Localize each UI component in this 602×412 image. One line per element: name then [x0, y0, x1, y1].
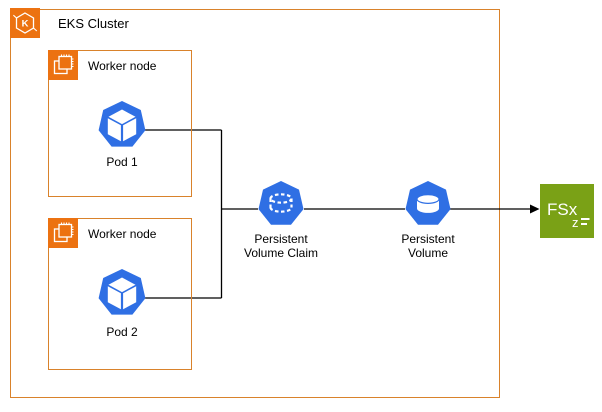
persistent-volume-label: Persistent Volume [378, 232, 478, 260]
pod-cube-top-face [108, 109, 136, 125]
pv-cylinder-bottom [417, 204, 439, 213]
eks-cluster-label: EKS Cluster [58, 16, 129, 31]
eks-cluster-group [10, 9, 500, 398]
pv-label-line2: Volume [407, 245, 449, 260]
pvc-cylinder-sides-dashed [269, 198, 293, 208]
worker-node-1-label: Worker node [88, 59, 157, 73]
worker-node-1-icon [48, 50, 78, 80]
worker-node-2-label: Worker node [88, 227, 157, 241]
fsx-icon-sub-letter: z [572, 215, 579, 230]
pv-cylinder-top-rim [416, 194, 440, 205]
worker-node-2-icon [48, 218, 78, 248]
ec2-chip-pins [60, 54, 74, 68]
persistent-volume-claim-label: Persistent Volume Claim [231, 232, 331, 260]
pvc-label-line2: Volume Claim [243, 245, 319, 260]
pvc-heptagon [258, 181, 304, 225]
worker-node-2-group [48, 218, 192, 370]
pv-label-line1: Persistent [401, 232, 455, 246]
amazon-fsx-openzfs-icon: FSx z [540, 184, 594, 238]
persistent-volume-icon [405, 181, 451, 225]
pod-2-icon [98, 269, 146, 315]
fsx-icon-text: FSx [547, 200, 578, 219]
ec2-chip-square [58, 223, 73, 238]
pod-1-icon [98, 101, 146, 147]
fsx-icon-bar-top [581, 218, 590, 220]
arrowhead-to-fsx [530, 204, 540, 214]
eks-hexagon-nub-2 [13, 14, 17, 19]
ec2-chip-pins [60, 222, 74, 236]
pvc-label-line1: Persistent [254, 232, 308, 246]
persistent-volume-claim-icon [258, 181, 304, 225]
pod-cube-right-face [123, 286, 137, 310]
eks-cluster-icon: K [10, 8, 40, 38]
worker-node-1-group [48, 50, 192, 197]
pod-cube-right-face [123, 118, 137, 142]
pod-1-label: Pod 1 [106, 155, 138, 169]
fsx-icon-bar-bottom [581, 223, 587, 225]
eks-hexagon-nub [33, 27, 38, 32]
eks-icon-letter: K [22, 18, 29, 29]
pod-cube-left-face [107, 286, 121, 310]
pvc-cylinder-bottom-dashed [269, 207, 293, 213]
pod-cube-left-face [107, 118, 121, 142]
ec2-chip-square [58, 55, 73, 70]
fsx-icon-background [540, 184, 594, 238]
pod-2-label: Pod 2 [106, 325, 138, 339]
